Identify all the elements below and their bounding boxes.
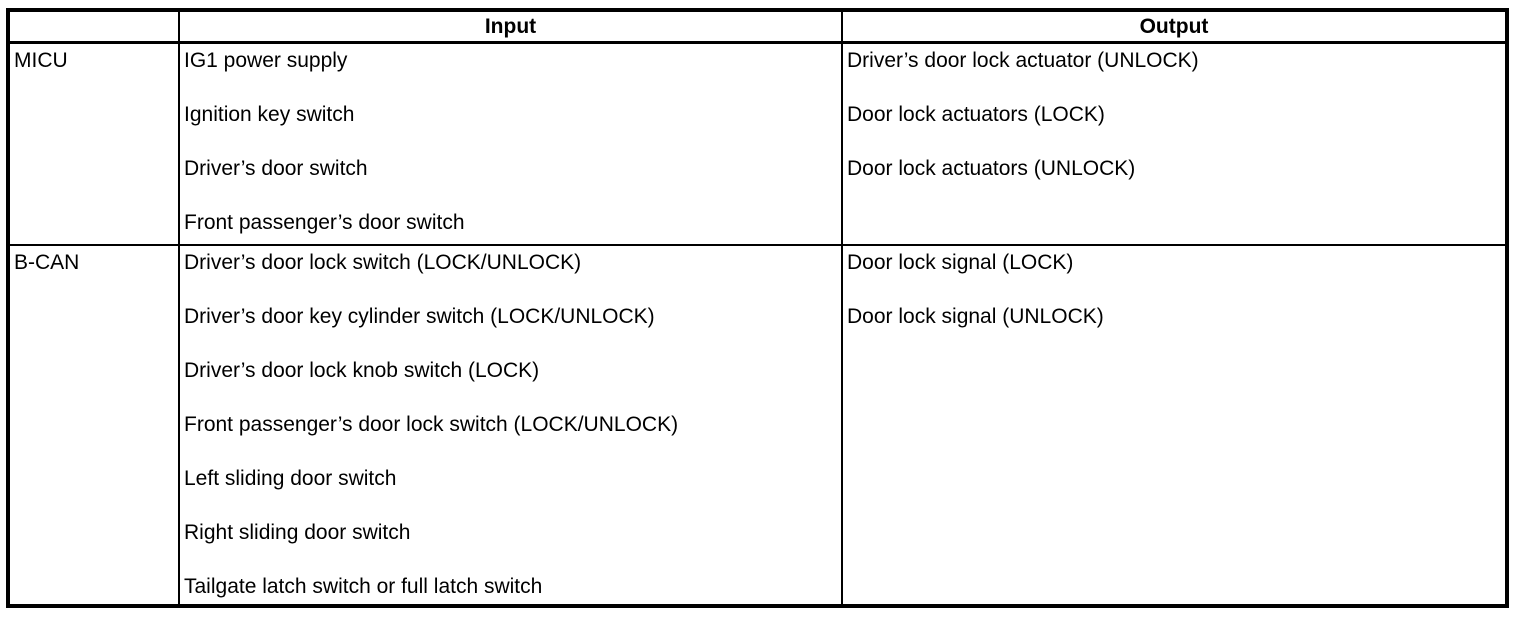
input-item: Ignition key switch bbox=[184, 103, 355, 126]
input-item: IG1 power supply bbox=[184, 49, 348, 72]
input-item: Tailgate latch switch or full latch swit… bbox=[184, 575, 543, 598]
row-micu-outputs-cell: Driver’s door lock actuator (UNLOCK) Doo… bbox=[843, 44, 1505, 246]
input-item: Front passenger’s door lock switch (LOCK… bbox=[184, 413, 679, 436]
row-bcan-inputs-cell: Driver’s door lock switch (LOCK/UNLOCK) … bbox=[180, 246, 843, 604]
input-item: Left sliding door switch bbox=[184, 467, 397, 490]
input-item: Driver’s door lock knob switch (LOCK) bbox=[184, 359, 540, 382]
input-item: Driver’s door key cylinder switch (LOCK/… bbox=[184, 305, 655, 328]
header-source-cell bbox=[10, 12, 180, 44]
header-output: Output bbox=[843, 12, 1505, 44]
row-micu-label: MICU bbox=[10, 44, 180, 246]
header-input: Input bbox=[180, 12, 843, 44]
output-item: Door lock actuators (UNLOCK) bbox=[847, 157, 1136, 180]
row-micu-inputs-cell: IG1 power supply Ignition key switch Dri… bbox=[180, 44, 843, 246]
input-item: Right sliding door switch bbox=[184, 521, 411, 544]
input-item: Driver’s door lock switch (LOCK/UNLOCK) bbox=[184, 251, 582, 274]
row-bcan-outputs-cell: Door lock signal (LOCK) Door lock signal… bbox=[843, 246, 1505, 604]
row-bcan-label: B-CAN bbox=[10, 246, 180, 604]
output-item: Door lock signal (LOCK) bbox=[847, 251, 1074, 274]
input-output-signal-table: Input Output MICU IG1 power supply Ignit… bbox=[6, 8, 1509, 608]
input-item: Front passenger’s door switch bbox=[184, 211, 465, 234]
output-item: Door lock signal (UNLOCK) bbox=[847, 305, 1104, 328]
output-item: Driver’s door lock actuator (UNLOCK) bbox=[847, 49, 1199, 72]
output-item: Door lock actuators (LOCK) bbox=[847, 103, 1105, 126]
input-item: Driver’s door switch bbox=[184, 157, 368, 180]
